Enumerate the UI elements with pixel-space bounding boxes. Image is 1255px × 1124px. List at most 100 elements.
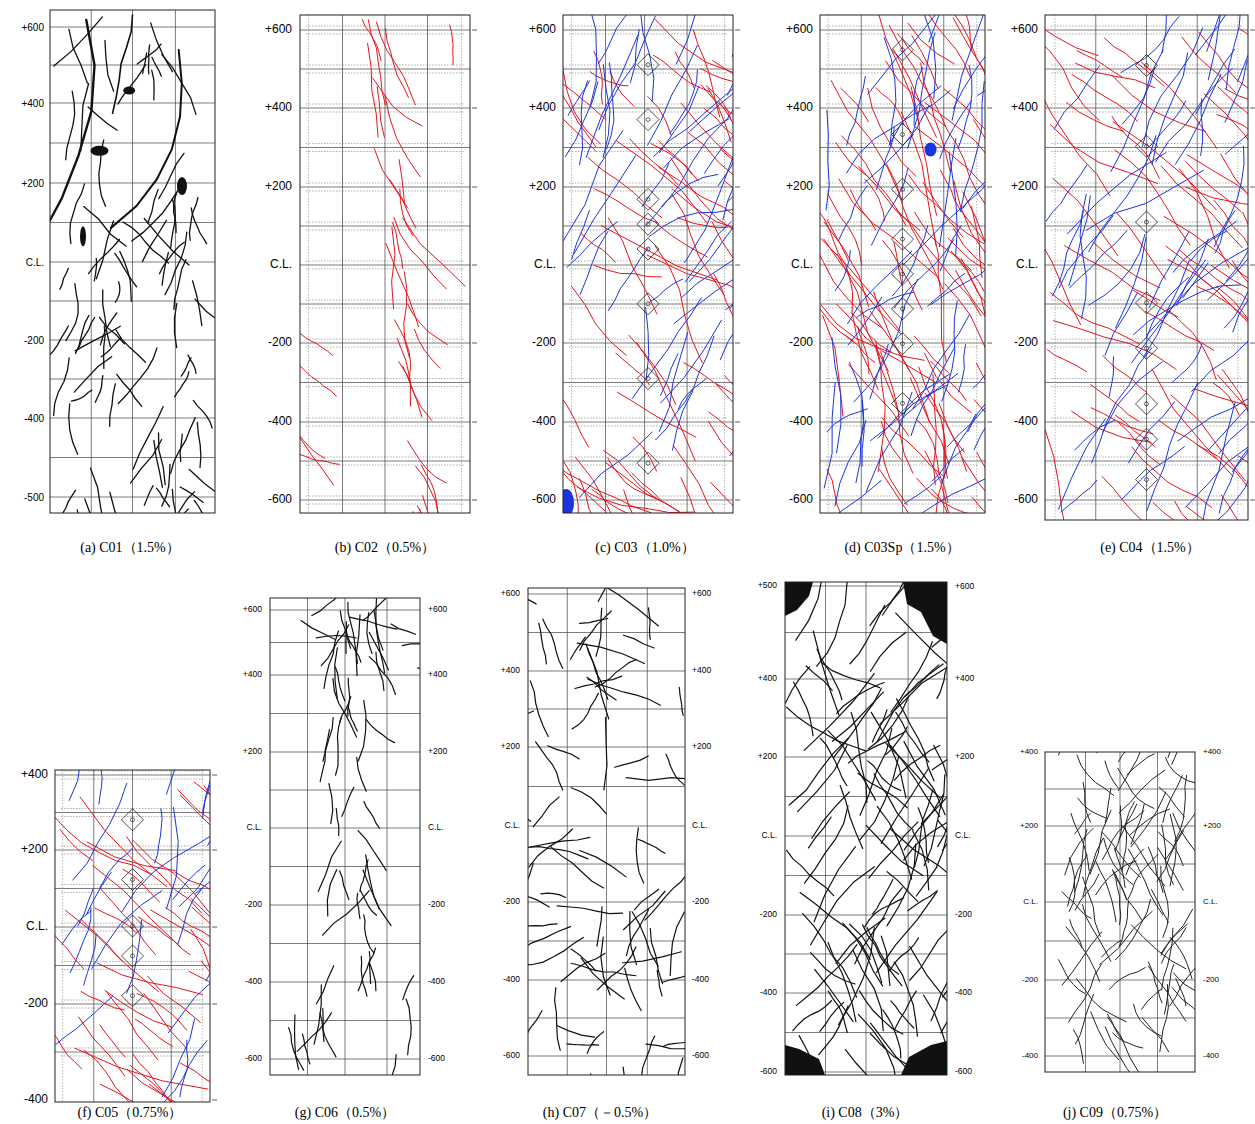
axis-tick-label: C.L. xyxy=(692,821,708,830)
crack-line xyxy=(1134,1004,1161,1036)
gauge-diamond xyxy=(892,263,914,285)
crack-line xyxy=(563,380,589,447)
crack-line xyxy=(1156,69,1233,162)
tick-mark xyxy=(1250,265,1255,266)
axis-tick-label: C.L. xyxy=(26,257,44,268)
crack-line xyxy=(663,1042,685,1046)
crack-line xyxy=(672,194,724,295)
crack-line xyxy=(598,588,644,602)
crack-line xyxy=(57,490,76,513)
crack-line xyxy=(561,953,605,981)
crack-line xyxy=(820,738,847,786)
crack-line xyxy=(817,582,849,666)
gauge-diamond xyxy=(892,228,914,250)
crack-line xyxy=(370,964,376,990)
panel-caption: (g) C06（0.5%） xyxy=(295,1105,395,1120)
crack-line xyxy=(171,199,176,248)
crack-line xyxy=(709,421,733,508)
crack-line xyxy=(166,770,204,794)
crack-line xyxy=(74,357,111,392)
crack-line xyxy=(1075,829,1087,892)
crack-line xyxy=(662,95,733,207)
crack-line xyxy=(642,163,669,206)
crack-line xyxy=(1132,260,1206,362)
crack-line xyxy=(159,433,166,485)
axis-tick-label: +400 xyxy=(1020,748,1038,757)
gauge-diamond xyxy=(637,109,659,131)
crack-line xyxy=(376,22,415,105)
crack-line xyxy=(363,870,391,926)
specimen-panel xyxy=(1045,693,1221,1080)
crack-line xyxy=(833,692,884,741)
crack-line xyxy=(785,667,809,703)
crack-line xyxy=(1208,15,1220,80)
crack-line xyxy=(953,18,985,121)
crack-line xyxy=(1212,265,1248,318)
crack-line xyxy=(1143,260,1189,357)
crack-line xyxy=(882,447,908,505)
crack-line xyxy=(318,841,341,891)
spalling-area xyxy=(177,177,187,195)
crack-line xyxy=(557,1026,595,1038)
crack-line xyxy=(870,1033,907,1064)
crack-line xyxy=(348,707,357,731)
crack-line xyxy=(929,15,968,42)
tick-mark xyxy=(987,187,992,188)
gauge-diamond xyxy=(1136,393,1158,415)
crack-line xyxy=(942,301,957,401)
crack-line xyxy=(823,315,843,416)
crack-line xyxy=(826,110,829,210)
crack-line xyxy=(935,424,946,513)
crack-line xyxy=(1217,114,1248,141)
crack-line xyxy=(392,222,402,268)
crack-line xyxy=(941,953,947,1033)
crack-line xyxy=(1077,51,1122,77)
hoop-line xyxy=(569,269,727,270)
crack-line xyxy=(1168,752,1180,758)
gauge-diamond xyxy=(1136,135,1158,157)
crack-line xyxy=(1075,420,1115,450)
crack-line xyxy=(116,330,146,362)
crack-line xyxy=(868,88,916,176)
crack-line xyxy=(1105,293,1137,356)
crack-line xyxy=(1089,234,1145,305)
crack-line xyxy=(1179,169,1229,268)
panel-caption: (c) C03（1.0%） xyxy=(595,540,695,555)
gauge-point xyxy=(131,878,135,882)
crack-line xyxy=(1160,985,1169,1052)
crack-line xyxy=(1232,384,1248,472)
specimen-panel xyxy=(42,668,292,1124)
axis-tick-label: +200 xyxy=(758,752,777,761)
crack-line xyxy=(865,898,904,927)
crack-line xyxy=(79,318,94,347)
crack-line xyxy=(66,284,78,341)
crack-line xyxy=(193,281,202,326)
crack-line xyxy=(679,687,683,715)
crack-line xyxy=(848,297,882,345)
axis-tick-label: C.L. xyxy=(26,920,48,933)
crack-line xyxy=(570,637,585,659)
crack-lines xyxy=(1045,15,1248,520)
spalling-area xyxy=(91,146,109,156)
axis-tick-label: -400 xyxy=(692,975,709,984)
axis-tick-label: +400 xyxy=(529,101,556,114)
crack-line xyxy=(853,950,883,1030)
crack-line xyxy=(580,231,608,294)
axis-tick-label: +200 xyxy=(243,747,262,756)
gauge-point xyxy=(1145,64,1149,68)
crack-line xyxy=(890,829,947,885)
crack-line xyxy=(681,478,724,513)
axis-tick-label: -400 xyxy=(1022,1052,1038,1061)
gauge-point xyxy=(646,63,650,67)
crack-line xyxy=(1172,752,1184,764)
grid-line xyxy=(342,15,343,513)
crack-line xyxy=(1080,194,1086,318)
crack-line xyxy=(528,1011,542,1038)
crack-line xyxy=(572,210,590,259)
crack-line xyxy=(144,993,186,1047)
crack-line xyxy=(528,927,571,951)
crack-line xyxy=(723,166,733,220)
crack-line xyxy=(144,219,189,266)
crack-line xyxy=(575,676,622,688)
crack-line xyxy=(877,664,943,742)
